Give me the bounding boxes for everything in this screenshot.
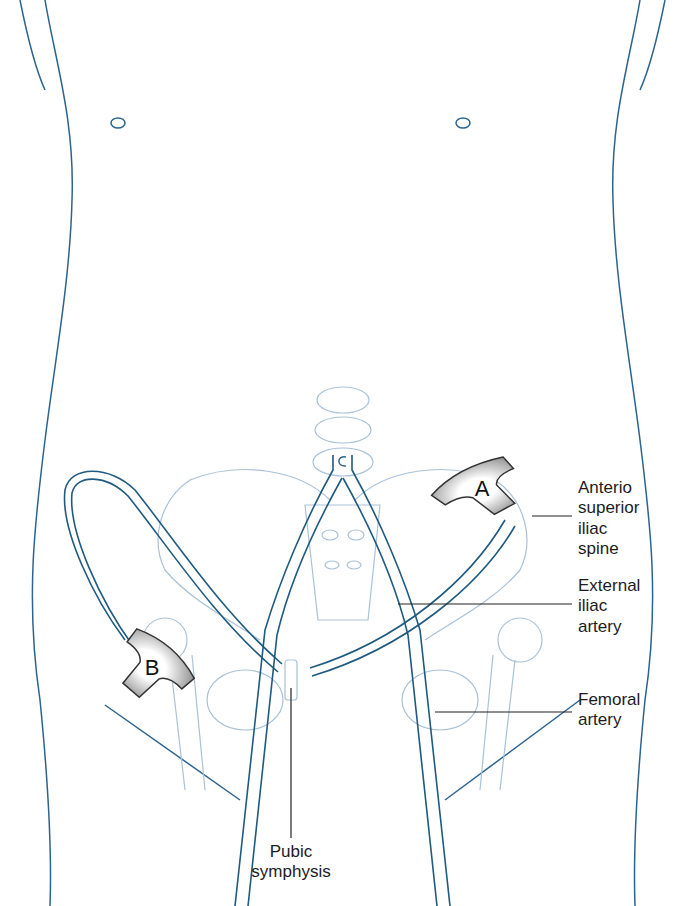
- leader-lines: [291, 516, 572, 838]
- probe-node: A: [428, 452, 536, 526]
- probe-letter: A: [475, 476, 490, 502]
- anatomy-label: Anterio superior iliac spine: [578, 478, 650, 560]
- anatomy-label: Pubic symphysis: [241, 842, 341, 883]
- arteries: [235, 455, 450, 906]
- probe-text-wrap: B: [106, 624, 198, 712]
- pelvis-bones: [143, 387, 542, 790]
- probe-outline: [426, 452, 540, 528]
- probe-outline: [102, 624, 199, 715]
- body-outline: [20, 0, 665, 906]
- anatomy-label: External iliac artery: [578, 576, 650, 637]
- probe-node: B: [106, 624, 198, 712]
- probe-letter: B: [145, 655, 160, 681]
- anatomy-label: Femoral artery: [578, 690, 650, 731]
- probe-text-wrap: A: [428, 452, 536, 526]
